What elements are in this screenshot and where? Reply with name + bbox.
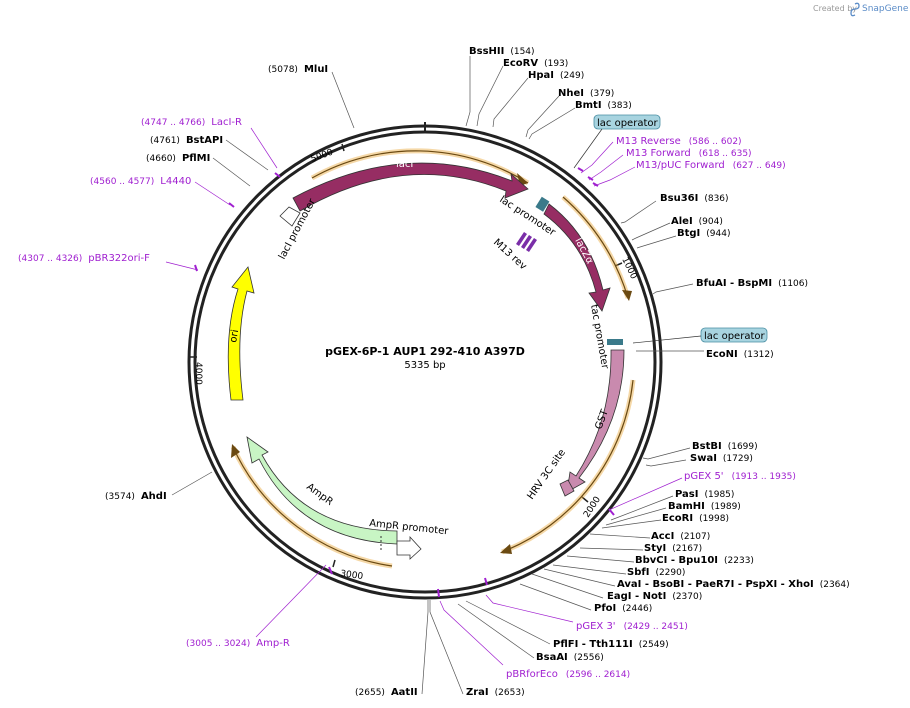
enzyme-label-swai: SwaI(1729)	[690, 453, 753, 464]
feature-ori-label: ori	[228, 329, 241, 344]
plasmid-name: pGEX-6P-1 AUP1 292-410 A397D	[325, 345, 525, 358]
enzyme-label-nhei: NheI(379)	[558, 88, 614, 99]
enzyme-label-bfuai-bspmi: BfuAI - BspMI(1106)	[696, 278, 808, 289]
feature-tac-promoter-label: tac promoter	[588, 304, 610, 371]
primer-label-pbr322ori-f: (4307 .. 4326)pBR322ori-F	[18, 253, 150, 264]
credit-brand: SnapGene	[862, 4, 909, 14]
tick-label-5000: 5000	[310, 147, 335, 164]
primer-label-m13-reverse: M13 Reverse(586 .. 602)	[616, 136, 742, 147]
tick-label-3000: 3000	[340, 569, 364, 582]
enzyme-label-hpai: HpaI(249)	[528, 70, 584, 81]
orf-arcs	[230, 148, 636, 569]
credit-text: Created by	[813, 4, 857, 13]
enzyme-label-bstbi: BstBI(1699)	[692, 441, 758, 452]
enzyme-label-pflmi: (4660)PflMI	[146, 153, 210, 164]
enzyme-label-zrai: ZraI(2653)	[466, 687, 525, 698]
lac-operator-box-top	[593, 114, 661, 130]
feature-hrv-site	[559, 479, 575, 497]
primer-label-m13-puc-forward: M13/pUC Forward(627 .. 649)	[636, 160, 786, 171]
feature-lacI	[292, 162, 529, 212]
feature-m13-rev-label: M13 rev	[491, 237, 529, 272]
enzyme-leaders	[171, 56, 704, 695]
primer-label-l4440: (4560 .. 4577)L4440	[90, 176, 191, 187]
feature-ampr-promoter	[396, 535, 422, 560]
enzyme-label-alei: AleI(904)	[671, 216, 723, 227]
enzyme-label-ecori: EcoRI(1998)	[662, 513, 729, 524]
enzyme-label-btgi: BtgI(944)	[677, 228, 730, 239]
enzyme-label-econi: EcoNI(1312)	[706, 349, 774, 360]
feature-ampr	[246, 436, 398, 545]
lac-operator-leader-top	[573, 128, 603, 169]
enzyme-label-aatii: (2655)AatII	[355, 687, 418, 698]
primer-label-pgex-5: pGEX 5'(1913 .. 1935)	[684, 471, 796, 482]
enzyme-label-pfoi: PfoI(2446)	[594, 603, 652, 614]
primer-leaders	[165, 127, 683, 666]
feature-lacZa-label: lacZα	[572, 236, 595, 266]
feature-ori	[227, 266, 255, 401]
feature-gst	[566, 349, 625, 493]
enzyme-label-pflfi-tth111i: PflFI - Tth111I(2549)	[553, 639, 669, 650]
enzyme-label-avai-group: AvaI - BsoBI - PaeR7I - PspXI - XhoI(236…	[617, 579, 850, 590]
enzyme-label-bsu36i: Bsu36I(836)	[660, 193, 729, 204]
tick-label-4000: 4000	[193, 362, 203, 385]
enzyme-label-acci: AccI(2107)	[651, 531, 710, 542]
primer-label-laci-r: (4747 .. 4766)LacI-R	[141, 117, 242, 128]
enzyme-label-ahdi: (3574)AhdI	[105, 491, 167, 502]
snapgene-logo-icon	[850, 2, 860, 17]
enzyme-label-bsshii: BssHII(154)	[469, 46, 535, 57]
primer-label-amp-r: (3005 .. 3024)Amp-R	[186, 638, 290, 649]
feature-hrv-label: HRV 3C site	[525, 447, 568, 501]
feature-lacI-promoter	[279, 206, 301, 227]
primer-label-m13-forward: M13 Forward(618 .. 635)	[626, 148, 752, 159]
tick-label-2000: 2000	[582, 495, 603, 520]
enzyme-label-bamhi: BamHI(1989)	[668, 501, 741, 512]
enzyme-label-ecorv: EcoRV(193)	[503, 58, 568, 69]
enzyme-label-styi: StyI(2167)	[644, 543, 702, 554]
m13-rev-arrows	[516, 232, 537, 252]
plasmid-length: 5335 bp	[404, 360, 445, 371]
primer-label-pgex-3: pGEX 3'(2429 .. 2451)	[576, 621, 688, 632]
lac-operator-mark-top	[535, 196, 550, 212]
enzyme-label-pasi: PasI(1985)	[675, 489, 734, 500]
enzyme-label-eagi-noti: EagI - NotI(2370)	[607, 591, 702, 602]
lac-operator-box-right	[700, 327, 768, 343]
feature-lacZa	[543, 203, 611, 312]
lac-operator-label-right: lac operator	[704, 331, 765, 342]
enzyme-label-bstapi: (4761)BstAPI	[150, 135, 223, 146]
lac-operator-label-top: lac operator	[597, 118, 658, 129]
enzyme-label-mlui: (5078)MluI	[268, 64, 328, 75]
enzyme-label-bsaai: BsaAI(2556)	[536, 652, 604, 663]
enzyme-label-bbvci-bpu10i: BbvCI - Bpu10I(2233)	[635, 555, 754, 566]
enzyme-label-sbfi: SbfI(2290)	[627, 567, 685, 578]
feature-ampr-label: AmpR	[304, 482, 335, 508]
lac-operator-mark-right	[607, 339, 623, 345]
lac-operator-leader-right	[632, 335, 702, 344]
primer-label-pbrforeco: pBRforEco(2596 .. 2614)	[506, 669, 630, 680]
enzyme-label-bmti: BmtI(383)	[575, 100, 632, 111]
feature-lacI-label: lacI	[396, 159, 413, 170]
primer-site-marks	[194, 167, 615, 598]
